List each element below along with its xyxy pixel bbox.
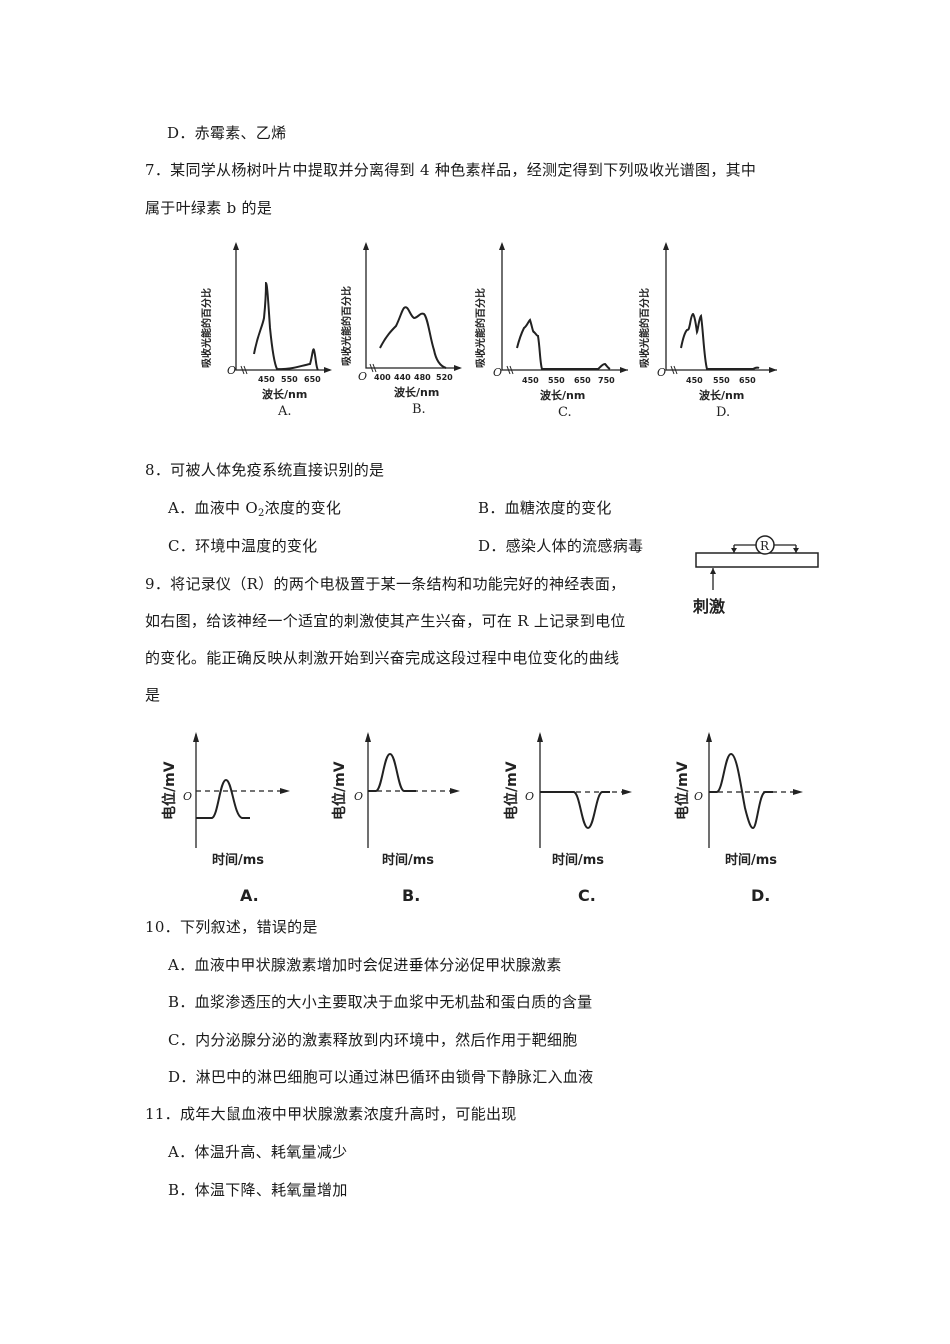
svg-text:D.: D. [751, 886, 770, 905]
spectrum-chart-c: 吸收光能的百分比 O 450 550 650 750 波长/nm C. [470, 238, 630, 423]
q11-option-a: A．体温升高、耗氧量减少 [168, 1143, 348, 1161]
svg-text:650: 650 [574, 376, 591, 385]
svg-text:电位/mV: 电位/mV [331, 761, 348, 820]
svg-text:时间/ms: 时间/ms [725, 852, 777, 868]
svg-text:时间/ms: 时间/ms [382, 852, 434, 868]
svg-text:波长/nm: 波长/nm [540, 388, 585, 402]
svg-text:520: 520 [436, 373, 453, 382]
q8-option-c: C．环境中温度的变化 [168, 537, 318, 555]
svg-text:C.: C. [578, 886, 596, 905]
q8-stem: 8．可被人体免疫系统直接识别的是 [145, 461, 385, 479]
svg-text:440: 440 [394, 373, 411, 382]
q10-option-c: C．内分泌腺分泌的激素释放到内环境中，然后作用于靶细胞 [168, 1031, 578, 1049]
q10-option-a: A．血液中甲状腺激素增加时会促进垂体分泌促甲状腺激素 [168, 956, 562, 974]
svg-text:450: 450 [522, 376, 539, 385]
q9-stem-line1: 9．将记录仪（R）的两个电极置于某一条结构和功能完好的神经表面， [145, 575, 626, 593]
svg-text:R: R [760, 539, 770, 553]
svg-text:时间/ms: 时间/ms [552, 852, 604, 868]
svg-text:400: 400 [374, 373, 391, 382]
svg-text:550: 550 [548, 376, 565, 385]
svg-text:电位/mV: 电位/mV [674, 761, 691, 820]
q8-option-a: A．血液中 O2浓度的变化 [168, 499, 342, 519]
svg-text:550: 550 [281, 375, 298, 384]
svg-text:B.: B. [412, 402, 426, 417]
svg-text:O: O [358, 370, 367, 383]
q8-option-b: B．血糖浓度的变化 [478, 499, 612, 517]
q10-option-b: B．血浆渗透压的大小主要取决于血浆中无机盐和蛋白质的含量 [168, 993, 593, 1011]
potential-chart-a: O 电位/mV 时间/ms A. [150, 728, 290, 908]
svg-text:A.: A. [240, 886, 259, 905]
svg-text:O: O [657, 366, 666, 379]
svg-text:C.: C. [558, 405, 572, 420]
q11-option-b: B．体温下降、耗氧量增加 [168, 1181, 348, 1199]
q6-option-d: D．赤霉素、乙烯 [167, 124, 287, 142]
svg-text:电位/mV: 电位/mV [161, 761, 178, 820]
svg-text:650: 650 [739, 376, 756, 385]
q10-option-d: D．淋巴中的淋巴细胞可以通过淋巴循环由锁骨下静脉汇入血液 [168, 1068, 594, 1086]
svg-text:时间/ms: 时间/ms [212, 852, 264, 868]
svg-text:O: O [354, 790, 363, 803]
svg-text:550: 550 [713, 376, 730, 385]
spectrum-chart-b: 吸收光能的百分比 O 400 440 480 520 波长/nm B. [340, 238, 480, 423]
q7-stem-line2: 属于叶绿素 b 的是 [145, 199, 273, 217]
q10-stem: 10．下列叙述，错误的是 [145, 918, 318, 936]
spectrum-chart-d: 吸收光能的百分比 O 450 550 650 波长/nm D. [625, 238, 785, 423]
svg-text:450: 450 [686, 376, 703, 385]
svg-text:吸收光能的百分比: 吸收光能的百分比 [474, 288, 487, 368]
spectrum-chart-a: 吸收光能的百分比 O 450 550 650 波长/nm A. [200, 238, 340, 423]
svg-text:750: 750 [598, 376, 615, 385]
svg-text:电位/mV: 电位/mV [503, 761, 520, 820]
svg-text:吸收光能的百分比: 吸收光能的百分比 [340, 286, 353, 366]
potential-chart-d: O 电位/mV 时间/ms D. [665, 728, 815, 908]
potential-chart-b: O 电位/mV 时间/ms B. [320, 728, 460, 908]
q8-option-d: D．感染人体的流感病毒 [478, 537, 644, 555]
svg-text:O: O [525, 790, 534, 803]
svg-text:吸收光能的百分比: 吸收光能的百分比 [638, 288, 651, 368]
stimulus-arrow-icon [710, 568, 716, 574]
svg-text:O: O [493, 366, 502, 379]
svg-text:B.: B. [402, 886, 420, 905]
q7-stem-line1: 7．某同学从杨树叶片中提取并分离得到 4 种色素样品，经测定得到下列吸收光谱图，… [145, 161, 757, 179]
svg-text:450: 450 [258, 375, 275, 384]
svg-text:刺激: 刺激 [692, 597, 725, 616]
svg-text:波长/nm: 波长/nm [394, 385, 439, 399]
y-axis-label: 吸收光能的百分比 [200, 288, 213, 368]
svg-text:O: O [183, 790, 192, 803]
q9-stem-line4: 是 [145, 686, 161, 704]
potential-chart-c: O 电位/mV 时间/ms C. [490, 728, 632, 908]
svg-text:650: 650 [304, 375, 321, 384]
q11-stem: 11．成年大鼠血液中甲状腺激素浓度升高时，可能出现 [145, 1105, 517, 1123]
svg-text:480: 480 [414, 373, 431, 382]
svg-text:O: O [227, 364, 236, 377]
svg-text:D.: D. [716, 405, 730, 420]
q9-stem-line2: 如右图，给该神经一个适宜的刺激使其产生兴奋，可在 R 上记录到电位 [145, 612, 626, 630]
svg-text:O: O [694, 790, 703, 803]
nerve-recorder-diagram: R 刺激 [690, 530, 830, 650]
q9-stem-line3: 的变化。能正确反映从刺激开始到兴奋完成这段过程中电位变化的曲线 [145, 649, 620, 667]
svg-text:波长/nm: 波长/nm [699, 388, 744, 402]
chart-letter: A. [277, 404, 292, 419]
x-axis-label: 波长/nm [262, 387, 307, 401]
